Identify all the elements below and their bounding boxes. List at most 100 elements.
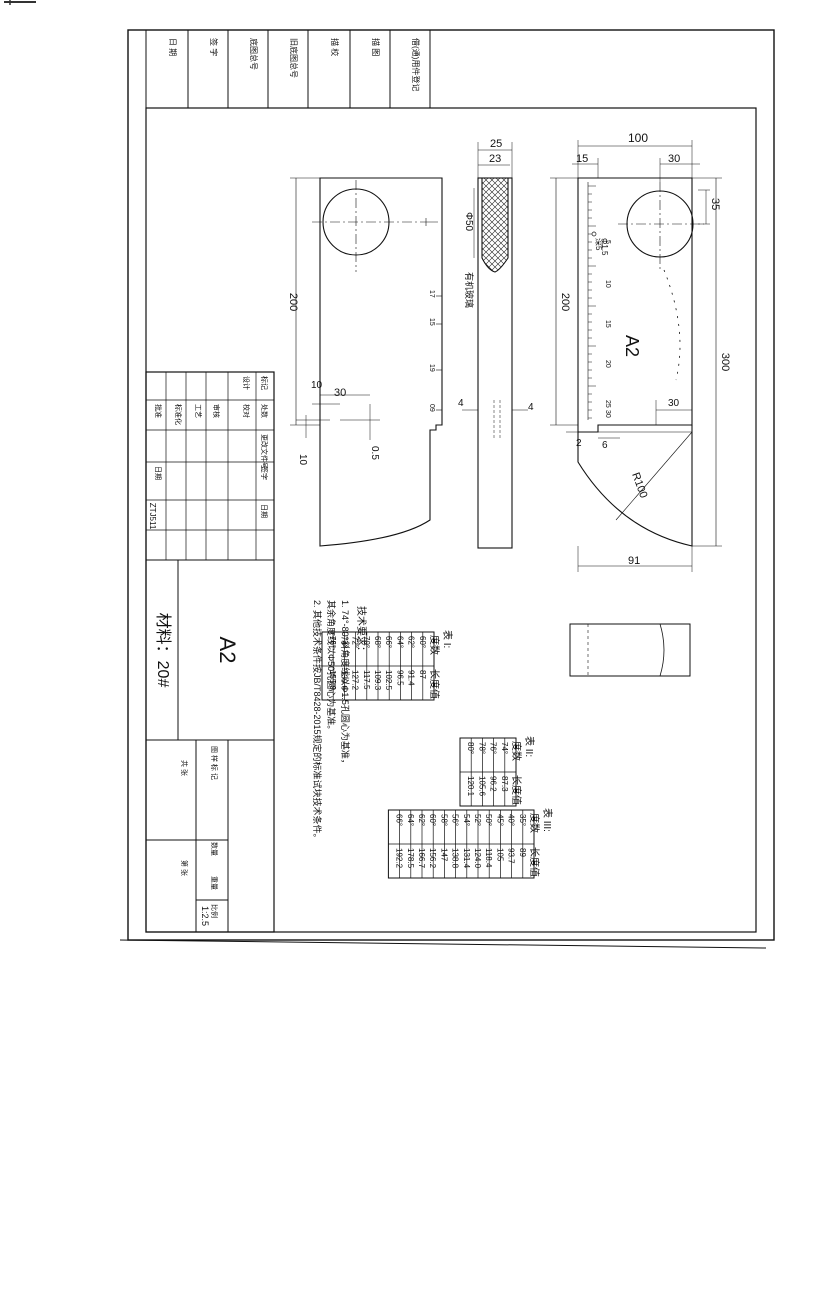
table-title: 表 II: — [523, 736, 536, 757]
table-cell: 45° — [495, 814, 504, 826]
ruler-tick-label: 30 — [604, 410, 611, 418]
table-header: 长度值 — [428, 669, 441, 699]
table-cell: 131.4 — [462, 848, 471, 869]
signature-label: 签字 — [260, 466, 269, 480]
title-label: 图 样 标 记 — [210, 746, 219, 780]
dim-300: 300 — [719, 353, 731, 371]
dim-side-4b: 4 — [528, 402, 534, 413]
dim-200-right: 200 — [559, 293, 571, 311]
table-cell: 96.2 — [489, 776, 498, 792]
signature-label: 校对 — [242, 404, 251, 418]
header-label: 签 字 — [209, 38, 219, 56]
dim-side-23: 23 — [489, 153, 501, 165]
table-cell: 96.5 — [395, 670, 404, 686]
tech-req-title: 技术要求： — [355, 606, 368, 656]
dim-100: 100 — [628, 131, 648, 145]
table-title: 表 III: — [541, 808, 554, 832]
left-tick-label: 09 — [428, 404, 435, 412]
table-cell: 109.3 — [373, 670, 382, 691]
dim-30-top: 30 — [668, 153, 680, 165]
signature-label: 标准化 — [174, 404, 183, 425]
dim-10b: 10 — [297, 454, 308, 466]
signature-label: 审核 — [212, 404, 221, 418]
table-cell: 124.0 — [473, 848, 482, 869]
dim-0-5: 0.5 — [369, 446, 380, 460]
table-cell: 76° — [489, 742, 498, 754]
table-header: 长度值 — [528, 847, 541, 877]
table-cell: 52° — [473, 814, 482, 826]
title-label: 共 张 — [180, 760, 189, 776]
table-cell: 120.1 — [466, 776, 475, 797]
material-label: 材料：20# — [154, 613, 172, 688]
ruler-tick-label: 10 — [604, 280, 611, 288]
outer-border — [127, 29, 775, 941]
signature-label: 更改文件号 — [260, 434, 269, 469]
header-strip: 日 期签 字底图总号旧底图总号描 校描 图借(通)用件登记 — [145, 30, 431, 109]
dim-30-bottom: 30 — [334, 387, 346, 399]
left-tick-label: 17 — [428, 290, 435, 298]
title-label: 第 张 — [180, 860, 189, 876]
table-cell: 192.2 — [395, 848, 404, 869]
table-header: 度数 — [428, 635, 441, 655]
table-cell: 66° — [395, 814, 404, 826]
dim-side-4a: 4 — [458, 398, 464, 409]
table-cell: 105.6 — [477, 776, 486, 797]
table-header: 长度值 — [510, 775, 523, 805]
table-cell: 76° — [328, 636, 337, 648]
signature-label: 设计 — [242, 376, 251, 390]
header-label: 日 期 — [168, 38, 177, 56]
table-title: 表 I: — [441, 630, 454, 648]
dim-phi50: Φ50 — [463, 212, 474, 232]
dim-15: 15 — [576, 153, 588, 165]
table-cell: 62° — [407, 636, 416, 648]
table-cell: 58° — [439, 814, 448, 826]
tech-requirements: 技术要求： 1. 74°-80°斜角度线以Φ1.5孔圆心为基准， 其余角度线以Φ… — [312, 600, 368, 843]
table-cell: 105 — [495, 848, 504, 862]
dim-91: 91 — [628, 555, 640, 567]
header-label: 描 图 — [371, 38, 381, 56]
header-label: 借(通)用件登记 — [411, 38, 421, 91]
front-view-right — [550, 140, 722, 572]
ruler-tick-label: 15 — [604, 320, 611, 328]
inner-frame — [145, 107, 757, 933]
left-tick-label: 15 — [428, 318, 435, 326]
table-cell: 178.5 — [406, 848, 415, 869]
table-cell: 68° — [373, 636, 382, 648]
dim-30-right: 30 — [668, 398, 680, 409]
signature-label: 处数 — [260, 404, 269, 418]
left-tick-label: 19 — [428, 364, 435, 372]
table-cell: 78° — [477, 742, 486, 754]
table-cell: 156.2 — [428, 848, 437, 869]
table-cell: 60° — [428, 814, 437, 826]
table-cell: 147 — [439, 848, 448, 862]
table-cell: 138.8 — [451, 848, 460, 869]
dim-r100: R100 — [629, 471, 649, 500]
table-cell: 40° — [507, 814, 516, 826]
tech-req-line-1: 1. 74°-80°斜角度线以Φ1.5孔圆心为基准， — [340, 600, 351, 768]
ruler-tick-label: 25 — [604, 400, 611, 408]
end-view — [569, 623, 691, 677]
table-header: 度数 — [528, 813, 541, 833]
table-cell: 64° — [406, 814, 415, 826]
signature-label: 标记 — [260, 376, 269, 390]
table-cell: 166.7 — [417, 848, 426, 869]
table-cell: 60° — [418, 636, 427, 648]
table-cell: 54° — [462, 814, 471, 826]
table-header: 度数 — [510, 741, 523, 761]
dim-10: 10 — [311, 380, 323, 391]
part-mark: A2 — [622, 335, 642, 357]
front-view-left — [290, 177, 443, 547]
table-cell: 50° — [484, 814, 493, 826]
table-cell: 35° — [518, 814, 527, 826]
table-cell: 74° — [500, 742, 509, 754]
table-cell: 118.4 — [484, 848, 493, 868]
signature-label: 批准 — [154, 404, 163, 418]
table-cell: 93.7 — [507, 848, 516, 864]
title-label: 数量 — [210, 842, 219, 856]
table-cell: 89 — [518, 848, 527, 857]
side-view — [462, 142, 528, 549]
